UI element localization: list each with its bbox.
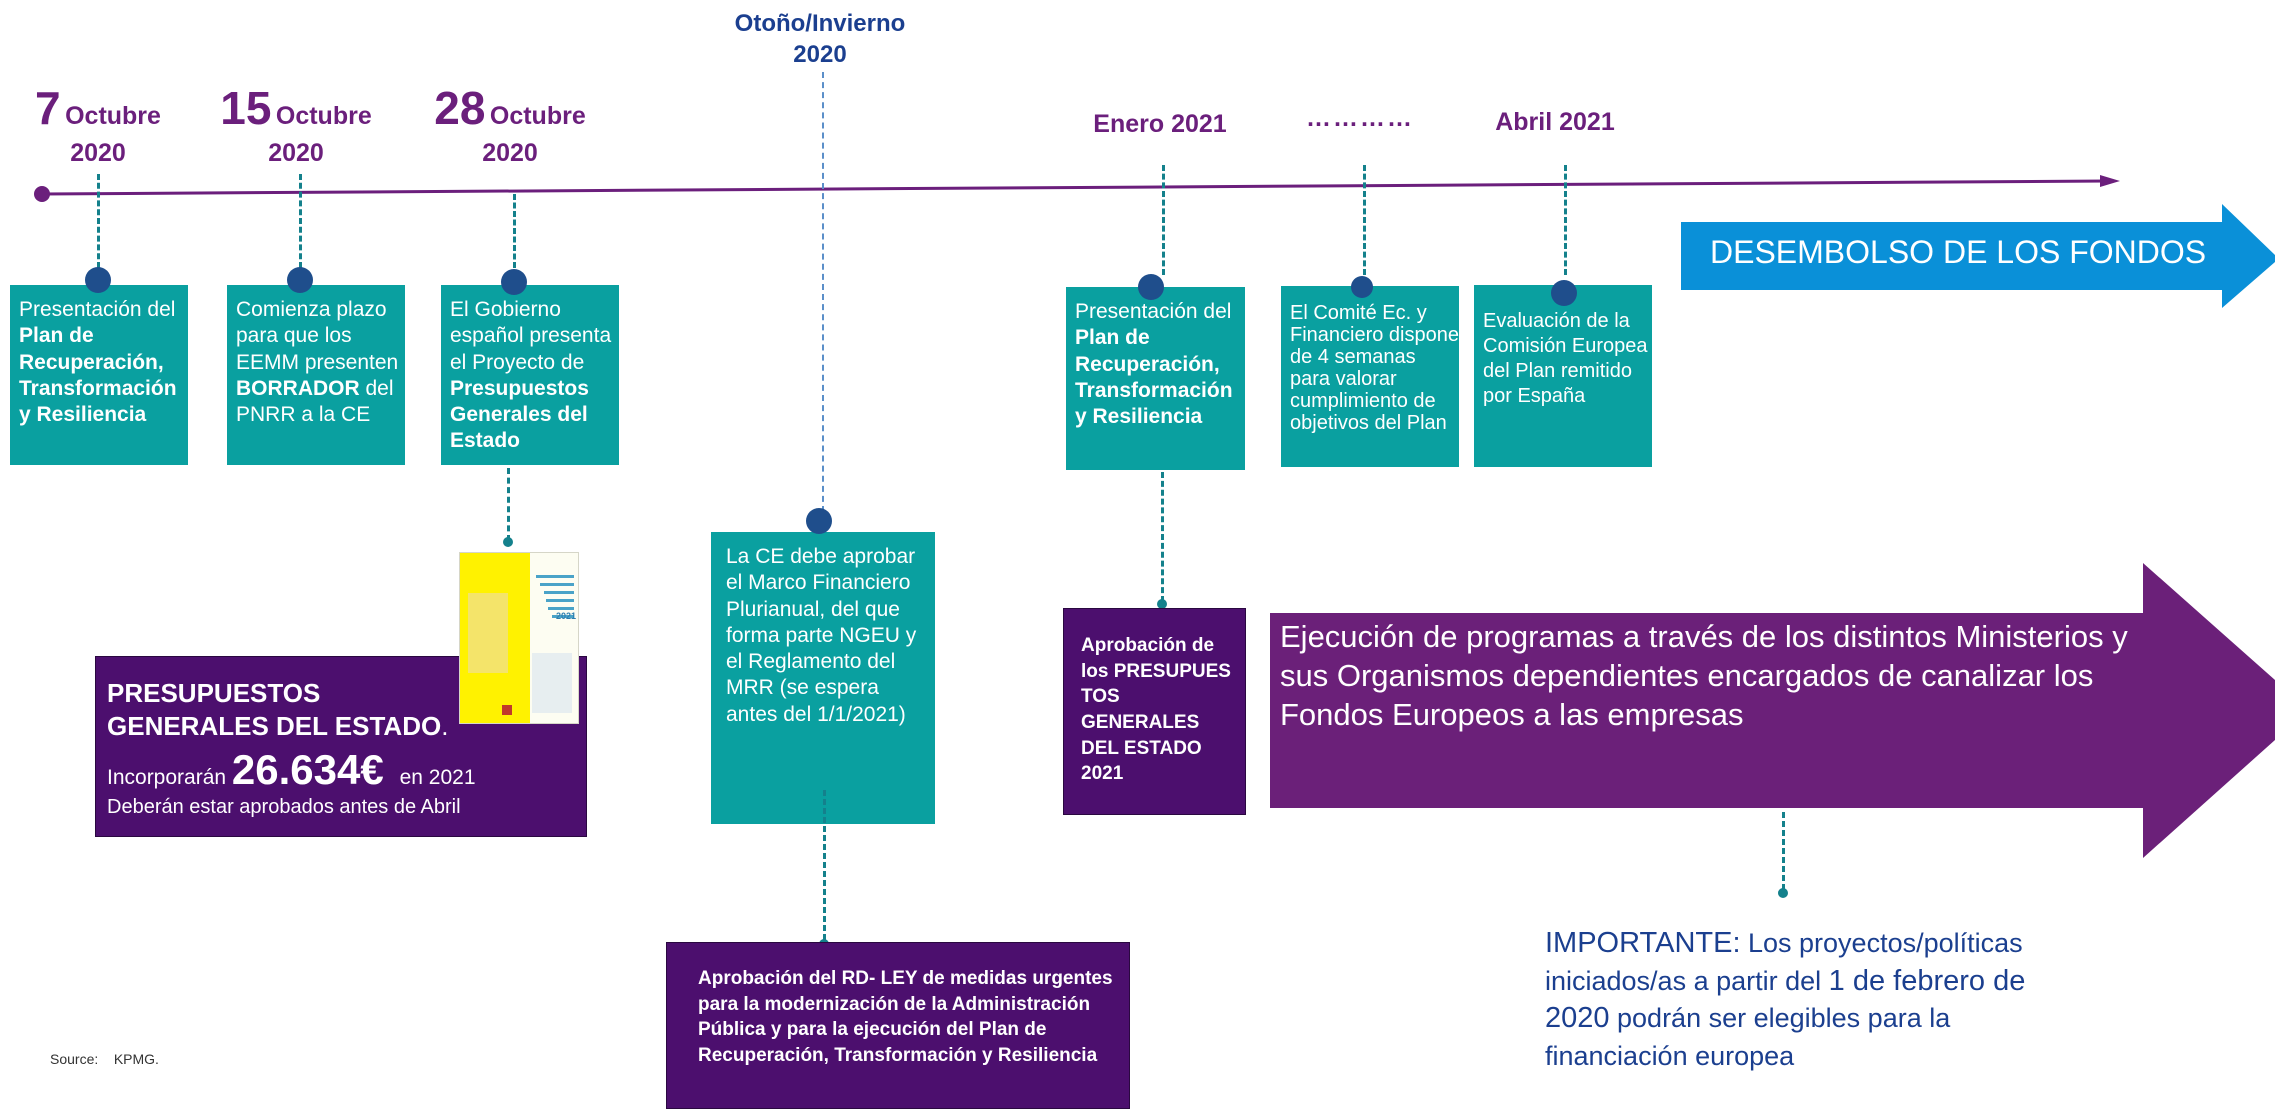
desembolso-arrow-shape: [1681, 204, 2275, 308]
event-dot: [85, 267, 111, 293]
pge-note: Deberán estar aprobados antes de Abril: [107, 796, 461, 818]
pge-amount-line: Incorporarán 26.634€ en 2021: [107, 746, 586, 794]
thumbnail-photo: [532, 653, 572, 713]
event-text: del PNRR a la CE: [236, 376, 394, 426]
date-day: 28: [434, 82, 486, 134]
date-ellipsis: …………: [1306, 104, 1414, 132]
event-dot: [501, 269, 527, 295]
connector-end-dot: [503, 537, 513, 547]
pge-incorporaran: Incorporarán: [107, 766, 227, 789]
event-bold-text: Presupuestos Generales del Estado: [450, 376, 589, 453]
event-text: Comienza plazo para que los EEMM present…: [236, 298, 399, 374]
connector: [1363, 165, 1366, 275]
source-value: KPMG.: [113, 1051, 159, 1067]
rd-ley-box: Aprobación del RD- LEY de medidas urgent…: [666, 942, 1130, 1109]
pge-document-thumbnail: 2021: [459, 552, 579, 724]
autumn-year: 2020: [793, 41, 847, 69]
thumbnail-title-line: [546, 599, 574, 602]
pge-title-dot: .: [441, 710, 449, 741]
connector: [299, 174, 302, 268]
importante-text: Los proyectos/políticas iniciados/as a p…: [1545, 928, 2023, 996]
ejecucion-label: Ejecución de programas a través de los d…: [1280, 619, 2128, 732]
event-dot: [806, 508, 832, 534]
date-7-octubre: 7 Octubre 2020: [28, 80, 168, 169]
date-abril-2021: Abril 2021: [1495, 108, 1615, 136]
connector: [507, 468, 510, 541]
date-year: 2020: [482, 138, 538, 167]
date-year: 2020: [268, 138, 324, 167]
connector: [513, 194, 516, 268]
event-box-borrador: Comienza plazo para que los EEMM present…: [227, 285, 405, 465]
event-dot: [287, 267, 313, 293]
connector-end-dot: [1157, 599, 1167, 609]
pge-title-text: PRESUPUESTOS GENERALES DEL ESTADO: [107, 678, 442, 741]
event-box-comite: El Comité Ec. y Financiero dispone de 4 …: [1281, 286, 1459, 467]
event-text: Presentación del: [19, 298, 176, 321]
date-28-octubre: 28 Octubre 2020: [430, 80, 590, 169]
date-year: 2020: [70, 138, 126, 167]
event-box-marco-financiero: La CE debe aprobar el Marco Financiero P…: [711, 532, 935, 824]
source-label: Source:: [50, 1051, 99, 1067]
desembolso-label: DESEMBOLSO DE LOS FONDOS: [1710, 234, 2207, 270]
event-bold-text: Plan de Recuperación, Transformación y R…: [19, 324, 177, 426]
event-dot: [1351, 276, 1373, 298]
thumbnail-title-line: [552, 615, 574, 618]
autumn-label: Otoño/Invierno: [734, 10, 906, 37]
timeline-arrowhead: [2100, 175, 2120, 187]
thumbnail-graphic: [468, 593, 508, 673]
importante-note: IMPORTANTE: Los proyectos/políticas inic…: [1545, 925, 2085, 1076]
timeline-start-dot: [34, 186, 50, 202]
thumbnail-title-line: [548, 607, 574, 610]
pge-year: en 2021: [399, 766, 476, 789]
connector-end-dot: [1778, 888, 1788, 898]
ejecucion-arrow-shape: [1270, 563, 2275, 858]
event-dot: [1138, 274, 1164, 300]
date-day: 7: [35, 82, 61, 134]
thumbnail-year: 2021: [556, 611, 577, 621]
importante-label: IMPORTANTE:: [1545, 927, 1741, 959]
event-bold-text: BORRADOR: [236, 376, 360, 400]
thumbnail-title-line: [536, 575, 574, 578]
event-bold-text: Plan de Recuperación, Transformación y R…: [1075, 326, 1233, 428]
thumbnail-title-line: [540, 583, 574, 586]
date-month: Octubre: [275, 102, 372, 130]
pge-title: PRESUPUESTOS GENERALES DEL ESTADO.: [107, 677, 457, 742]
thumbnail-crest: [502, 705, 512, 715]
importante-text: podrán ser elegibles para la financiació…: [1545, 1003, 1951, 1072]
event-text: Presentación del: [1075, 300, 1232, 323]
connector: [1162, 165, 1165, 275]
date-15-octubre: 15 Octubre 2020: [216, 80, 376, 169]
connector: [1782, 812, 1785, 890]
thumbnail-title-line: [544, 591, 574, 594]
connector: [97, 174, 100, 268]
event-box-pge-proyecto: El Gobierno español presenta el Proyecto…: [441, 285, 619, 465]
event-dot: [1551, 280, 1577, 306]
importante-date: 1 de febrero de 2020: [1545, 964, 2026, 1035]
connector: [823, 790, 826, 940]
connector: [1564, 165, 1567, 275]
source-note: Source: KPMG.: [50, 1051, 159, 1067]
connector: [822, 72, 824, 512]
event-box-evaluacion: Evaluación de la Comisión Europea del Pl…: [1474, 285, 1652, 467]
event-text: El Gobierno español presenta el Proyecto…: [450, 298, 612, 374]
aprobacion-pge-box: Aprobación de los PRESUPUES TOS GENERALE…: [1063, 608, 1246, 815]
date-day: 15: [220, 82, 272, 134]
timeline-line: [41, 179, 2109, 196]
date-month: Octubre: [489, 102, 586, 130]
event-box-plan-presentacion: Presentación del Plan de Recuperación, T…: [10, 285, 188, 465]
date-month: Octubre: [65, 102, 161, 130]
connector: [1161, 472, 1164, 602]
event-box-plan-presentacion-2021: Presentación del Plan de Recuperación, T…: [1066, 287, 1245, 470]
date-otono-invierno: Otoño/Invierno 2020: [700, 8, 940, 70]
date-enero-2021: Enero 2021: [1093, 110, 1227, 138]
pge-amount: 26.634€: [231, 746, 384, 793]
